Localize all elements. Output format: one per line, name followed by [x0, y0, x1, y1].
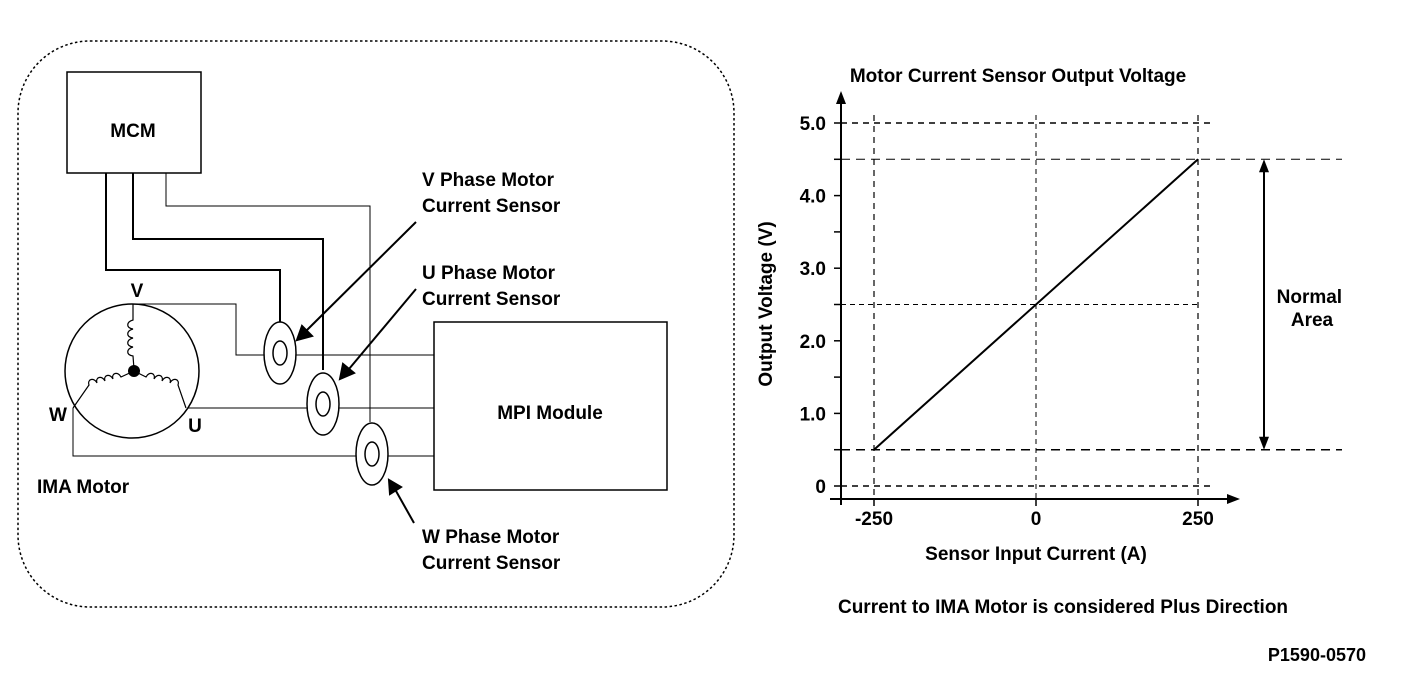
y-axis-arrowhead: [836, 91, 846, 104]
chart-grid: [841, 115, 1342, 499]
v-sensor-arrowhead: [295, 324, 314, 342]
y-tick-label: 4.0: [800, 187, 826, 208]
ima-motor-label: IMA Motor: [37, 477, 130, 498]
figure-id: P1590-0570: [1268, 645, 1366, 665]
normal-area-arrowhead-top: [1259, 159, 1269, 173]
sensor-characteristic-chart: Motor Current Sensor Output Voltage 0 1.0…: [756, 66, 1348, 565]
u-sensor-callout: U Phase Motor Current Sensor: [422, 263, 561, 310]
phase-u-label: U: [188, 416, 202, 437]
v-sensor-callout: V Phase Motor Current Sensor: [422, 170, 561, 217]
normal-area-label: Normal Area: [1277, 287, 1348, 331]
u-phase-sensor: [306, 372, 340, 436]
x-axis-arrowhead: [1227, 494, 1240, 504]
series-layer: [873, 158, 1199, 451]
y-tick-label: 0: [815, 477, 826, 498]
y-tick-label: 3.0: [800, 259, 826, 280]
x-tick-label: 250: [1182, 509, 1214, 530]
ima-motor: [64, 303, 200, 439]
x-axis-label: Sensor Input Current (A): [925, 544, 1147, 565]
callout-arrows: [295, 221, 417, 524]
normal-area-indicator: [1259, 159, 1269, 450]
mpi-module-label: MPI Module: [497, 403, 603, 424]
x-tick-label: 0: [1031, 509, 1042, 530]
w-sensor-callout: W Phase Motor Current Sensor: [422, 527, 565, 574]
w-winding: [72, 370, 135, 409]
series-line-0: [873, 158, 1199, 451]
w-sensor-arrowhead: [387, 478, 403, 496]
u-sensor-signal-wire: [132, 173, 324, 370]
y-ticks: 0 1.0 2.0 3.0 4.0 5.0: [800, 114, 841, 498]
w-phase-sensor: [355, 422, 389, 486]
y-tick-label: 1.0: [800, 404, 826, 425]
neutral-point: [128, 365, 140, 377]
sensor-signal-wires: [105, 173, 371, 422]
u-winding: [133, 370, 187, 409]
mpi-module-box: [433, 321, 668, 491]
phase-w-label: W: [49, 405, 67, 426]
mcm-label: MCM: [110, 121, 155, 142]
normal-area-arrowhead-bottom: [1259, 436, 1269, 450]
v-winding: [127, 304, 135, 370]
direction-note: Current to IMA Motor is considered Plus …: [838, 597, 1288, 618]
y-tick-label: 2.0: [800, 332, 826, 353]
v-phase-sensor: [263, 321, 297, 385]
y-tick-label: 5.0: [800, 114, 826, 135]
v-sensor-signal-wire: [105, 173, 281, 322]
y-axis-label: Output Voltage (V): [756, 221, 777, 386]
u-sensor-arrowhead: [338, 362, 356, 381]
phase-v-label: V: [131, 281, 144, 302]
enclosure-border: [17, 40, 735, 608]
chart-title: Motor Current Sensor Output Voltage: [850, 66, 1186, 87]
w-sensor-signal-wire: [165, 173, 371, 422]
v-phase-line: [137, 303, 434, 356]
x-ticks: -250 0 250: [855, 499, 1214, 530]
circuit-diagram: MCM MPI Module: [17, 40, 735, 608]
w-phase-line: [72, 408, 434, 457]
x-tick-label: -250: [855, 509, 893, 530]
